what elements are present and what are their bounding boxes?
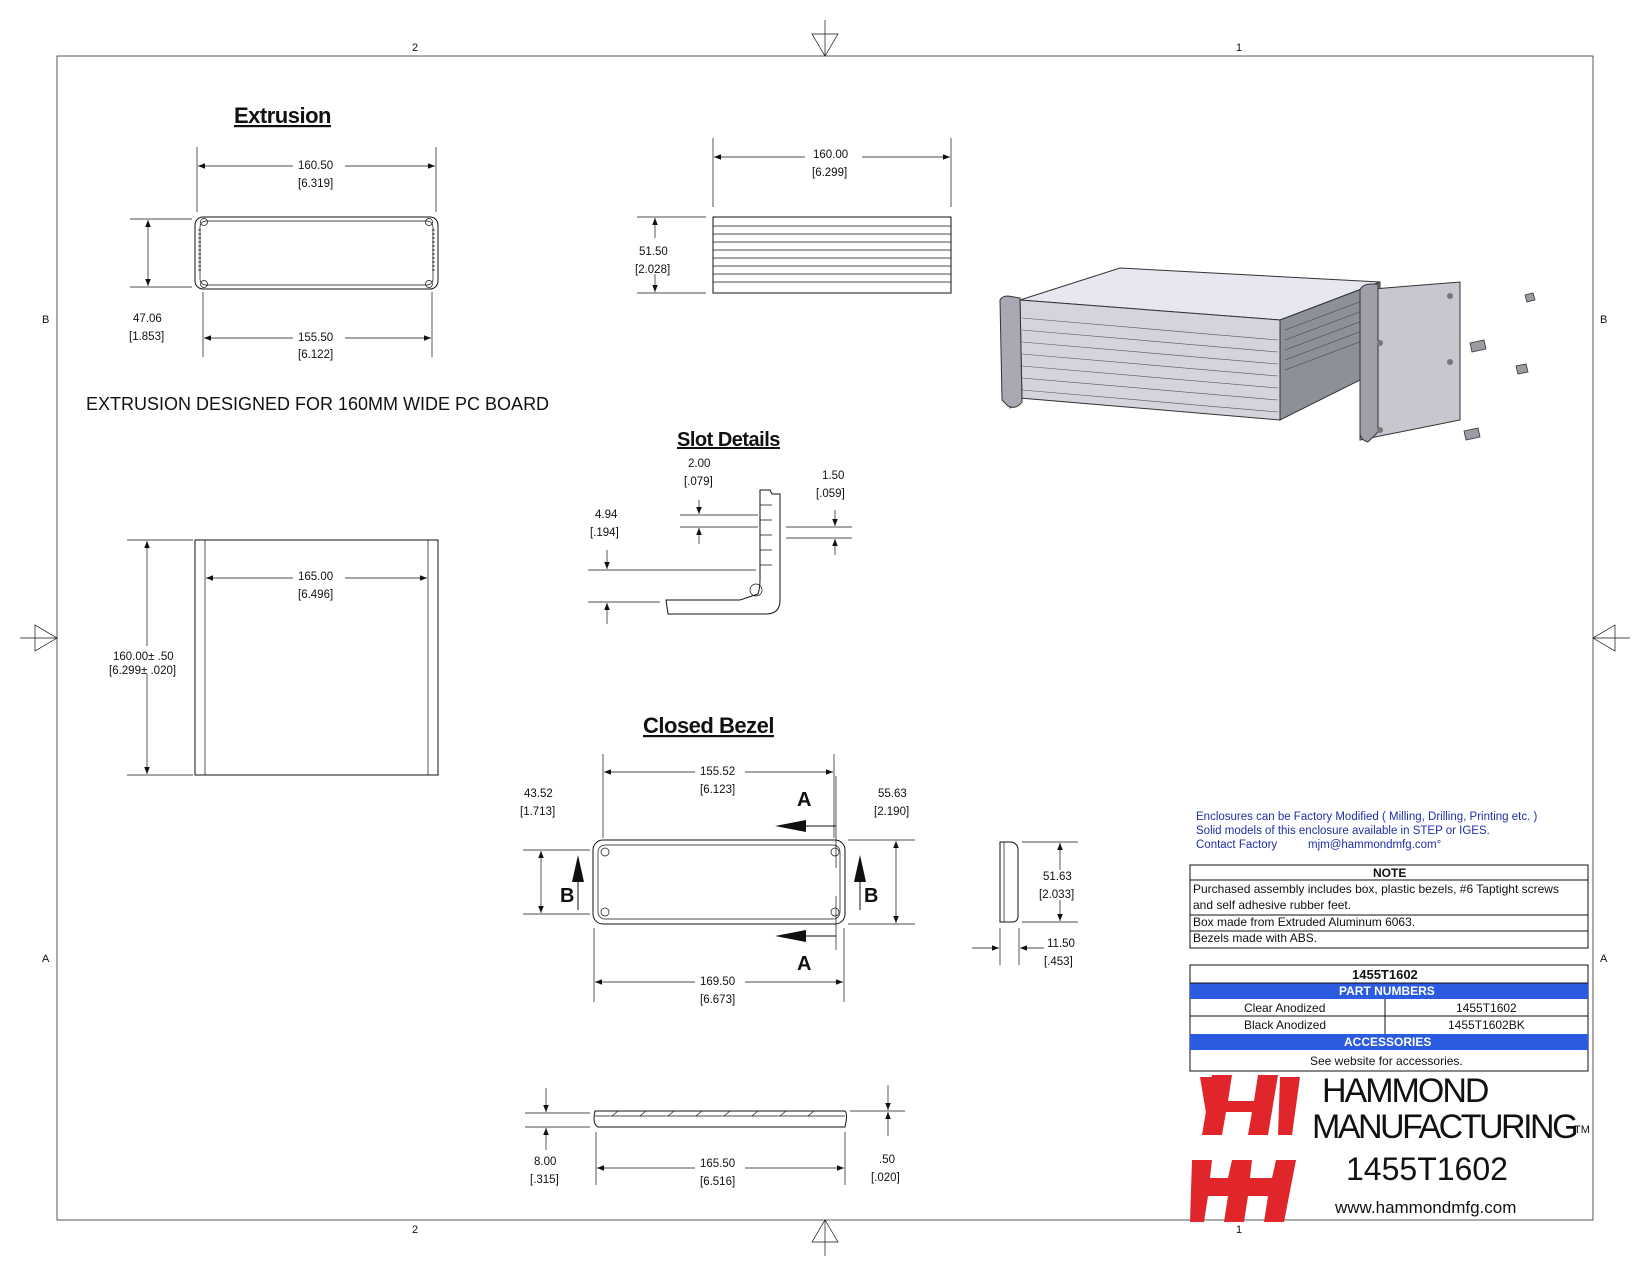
brand-name-line-2: MANUFACTURING [1312, 1108, 1576, 1146]
zone-label-bottom-left: 2 [412, 1224, 418, 1236]
zone-label-top-left: 2 [412, 42, 418, 54]
slot-offset-in: [.194] [590, 527, 619, 539]
section-b-label-left: B [560, 885, 574, 907]
slot-depth-in: [.059] [816, 488, 845, 500]
bezel-outer-height: 55.63 [878, 788, 907, 800]
extrusion-side-height: 51.50 [639, 246, 668, 258]
bezel-bottom-width-in: [6.516] [700, 1176, 735, 1188]
bezel-lip-in: [.020] [871, 1172, 900, 1184]
extrusion-height: 47.06 [133, 313, 162, 325]
slot-detail-profile [665, 489, 781, 615]
extrusion-top-width-in: [6.319] [298, 178, 333, 190]
part-row-2-value: 1455T1602BK [1448, 1018, 1525, 1032]
extrusion-side-view [712, 216, 952, 294]
extrusion-note: EXTRUSION DESIGNED FOR 160MM WIDE PC BOA… [86, 394, 549, 414]
plan-length: 160.00± .50 [113, 651, 174, 663]
bezel-dimensions [523, 754, 915, 1002]
bezel-inner-width-in: [6.123] [700, 784, 735, 796]
info-line-2: Solid models of this enclosure available… [1196, 825, 1490, 837]
extrusion-top-width: 160.50 [298, 160, 333, 172]
bezel-outer-width-in: [6.673] [700, 994, 735, 1006]
centering-marks [20, 20, 1630, 1256]
parts-table [1189, 964, 1589, 1072]
extrusion-height-in: [1.853] [129, 331, 164, 343]
extrusion-plan-view [127, 539, 439, 776]
brand-part-number: 1455T1602 [1346, 1151, 1508, 1187]
extrusion-end-view [194, 216, 439, 290]
plan-inner-width: 165.00 [298, 571, 333, 583]
bezel-side-depth-in: [.453] [1044, 956, 1073, 968]
bezel-inner-width: 155.52 [700, 766, 735, 778]
extrusion-side-dimensions [637, 138, 952, 294]
extrusion-title: Extrusion [234, 103, 331, 128]
brand-name-line-1: HAMMOND [1322, 1072, 1488, 1110]
part-row-1-label: Clear Anodized [1244, 1001, 1325, 1015]
info-line-3-label: Contact Factory [1196, 839, 1277, 851]
bezel-bottom-view [525, 1085, 905, 1185]
part-numbers-header: PART NUMBERS [1339, 984, 1435, 998]
extrusion-side-length-in: [6.299] [812, 167, 847, 179]
zone-label-left-lower: A [42, 953, 50, 965]
plan-length-in: [6.299± .020] [109, 665, 176, 677]
closed-bezel-title: Closed Bezel [643, 713, 774, 738]
section-a-label-top: A [797, 789, 811, 811]
hammond-logo-icon [1190, 1075, 1300, 1222]
part-row-2-label: Black Anodized [1244, 1018, 1326, 1032]
bezel-inner-height: 43.52 [524, 788, 553, 800]
slot-offset: 4.94 [595, 509, 618, 521]
note-row-2: Box made from Extruded Aluminum 6063. [1193, 915, 1415, 929]
enclosure-isometric-view [999, 267, 1536, 443]
slot-detail-dimensions [588, 500, 852, 624]
bezel-lip: .50 [879, 1154, 895, 1166]
bezel-bottom-width: 165.50 [700, 1158, 735, 1170]
zone-label-left-upper: B [42, 314, 49, 326]
zone-label-top-right: 1 [1236, 42, 1242, 54]
bezel-outer-height-in: [2.190] [874, 806, 909, 818]
parts-table-part: 1455T1602 [1352, 967, 1418, 982]
section-a-label-bottom: A [797, 953, 811, 975]
extrusion-bottom-width-in: [6.122] [298, 349, 333, 361]
bezel-side-depth: 11.50 [1047, 938, 1075, 950]
bezel-inner-height-in: [1.713] [520, 806, 555, 818]
extrusion-side-height-in: [2.028] [635, 264, 670, 276]
note-table [1189, 864, 1589, 949]
accessories-header-bar [1190, 1034, 1588, 1050]
plan-inner-width-in: [6.496] [298, 589, 333, 601]
slot-depth: 1.50 [822, 470, 844, 482]
note-row-3: Bezels made with ABS. [1193, 931, 1317, 945]
extrusion-bottom-width: 155.50 [298, 332, 333, 344]
bezel-thickness-in: [.315] [530, 1174, 559, 1186]
extrusion-dimensions [130, 147, 437, 357]
note-row-1a: Purchased assembly includes box, plastic… [1193, 882, 1559, 896]
bezel-side-view [972, 841, 1078, 965]
brand-url: www.hammondmfg.com [1334, 1198, 1516, 1217]
slot-width-in: [.079] [684, 476, 713, 488]
part-numbers-header-bar [1190, 983, 1588, 999]
bezel-side-height: 51.63 [1043, 871, 1072, 883]
slot-width: 2.00 [688, 458, 710, 470]
note-row-1b: and self adhesive rubber feet. [1193, 898, 1351, 912]
bezel-thickness: 8.00 [534, 1156, 556, 1168]
accessories-header: ACCESSORIES [1344, 1035, 1431, 1049]
slot-details-title: Slot Details [677, 429, 780, 451]
zone-label-right-lower: A [1600, 953, 1608, 965]
bezel-side-height-in: [2.033] [1039, 889, 1074, 901]
accessories-text: See website for accessories. [1310, 1054, 1463, 1068]
zone-label-right-upper: B [1600, 314, 1607, 326]
zone-label-bottom-right: 1 [1236, 1224, 1242, 1236]
note-header: NOTE [1373, 866, 1406, 880]
bezel-outer-width: 169.50 [700, 976, 735, 988]
bezel-front-view [592, 839, 846, 925]
info-line-3-email: mjm@hammondmfg.com° [1308, 839, 1441, 851]
part-row-1-value: 1455T1602 [1456, 1001, 1517, 1015]
brand-tm: TM [1574, 1124, 1590, 1136]
extrusion-side-length: 160.00 [813, 149, 848, 161]
info-line-1: Enclosures can be Factory Modified ( Mil… [1196, 811, 1537, 823]
section-b-label-right: B [864, 885, 878, 907]
